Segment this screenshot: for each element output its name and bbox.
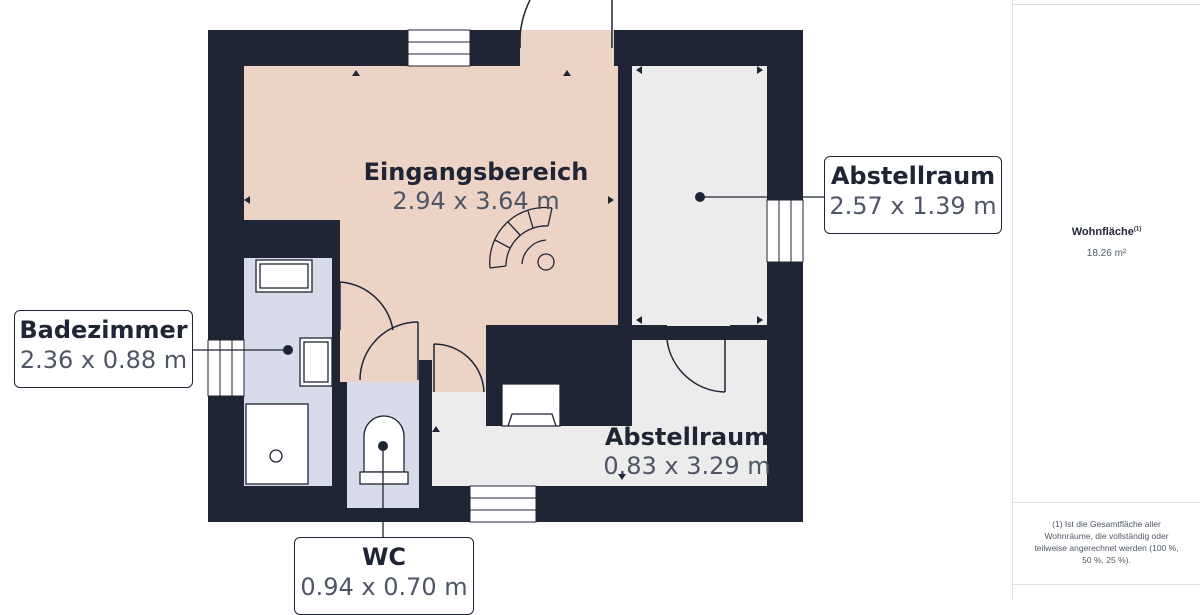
storage-lower-door [433, 343, 485, 393]
room-name: Abstellraum [830, 162, 996, 190]
room-dimensions: 2.57 x 1.39 m [829, 192, 997, 220]
spiral-staircase [489, 206, 555, 271]
sink [299, 337, 333, 387]
callout-badezimmer: Badezimmer 2.36 x 0.88 m [14, 310, 193, 388]
room-name: Abstellraum [604, 423, 770, 451]
bathroom-door [339, 281, 394, 331]
floor-plan [193, 0, 824, 537]
fixtures [245, 206, 561, 485]
callout-abstellraum-upper: Abstellraum 2.57 x 1.39 m [824, 156, 1002, 234]
window-bottom [469, 485, 537, 523]
room-name: Badezimmer [19, 316, 188, 344]
bathtub [255, 259, 313, 293]
room-name: WC [361, 543, 407, 571]
dimension-markers [244, 66, 763, 480]
shower-tray [245, 403, 309, 485]
footnote-marker: (1) [1133, 226, 1142, 233]
leader-lines [193, 196, 824, 537]
wc-door [359, 321, 419, 381]
doors [339, 0, 726, 393]
storage-upper-door [666, 339, 726, 393]
window-left [207, 339, 245, 397]
entrance-floor [244, 30, 618, 392]
info-sidebar: Wohnfläche(1) 18.26 m² (1) Ist die Gesam… [1012, 0, 1200, 600]
stove [501, 383, 561, 427]
window-right [766, 199, 804, 263]
room-name: Eingangsbereich [363, 158, 589, 186]
sidebar-divider [1013, 584, 1200, 585]
room-dimensions: 2.94 x 3.64 m [392, 186, 560, 215]
room-label-eingangsbereich: Eingangsbereich 2.94 x 3.64 m [352, 158, 600, 216]
living-area-title: Wohnfläche(1) [1071, 226, 1142, 238]
callout-wc: WC 0.94 x 0.70 m [294, 537, 474, 615]
room-dimensions: 2.36 x 0.88 m [19, 346, 188, 374]
area-footnote: (1) Ist die Gesamtfläche aller Wohnräume… [1034, 519, 1179, 565]
room-label-abstellraum-lower: Abstellraum 0.83 x 3.29 m [598, 423, 776, 481]
sidebar-divider [1013, 4, 1200, 5]
windows [207, 29, 804, 523]
living-area-value: 18.26 m² [1086, 248, 1127, 259]
sidebar-divider [1013, 502, 1200, 503]
room-dimensions: 0.83 x 3.29 m [603, 451, 771, 480]
storage-lower-floor [432, 340, 767, 486]
window-top [407, 29, 471, 67]
room-dimensions: 0.94 x 0.70 m [300, 573, 468, 601]
